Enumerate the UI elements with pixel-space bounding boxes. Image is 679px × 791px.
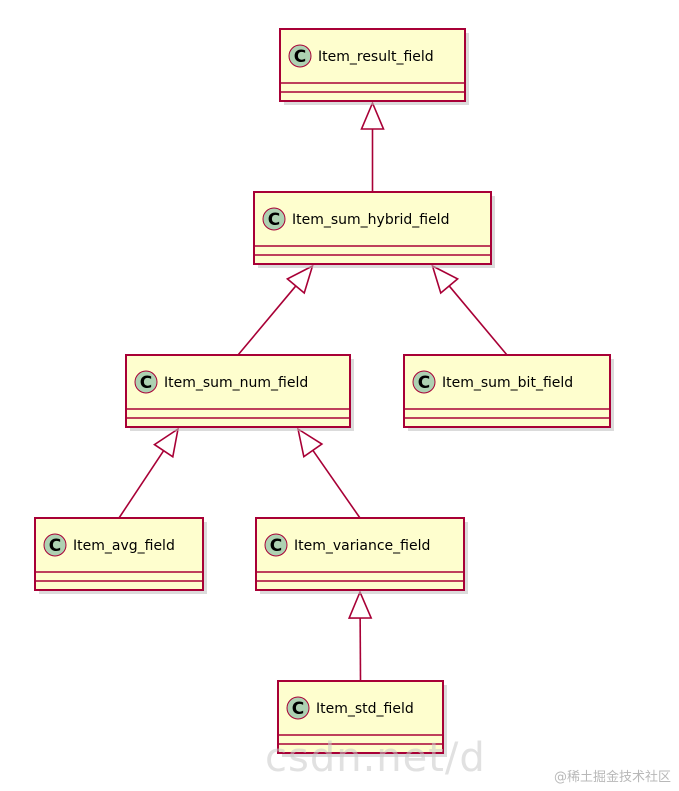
inheritance-edge: [347, 589, 373, 682]
class-badge-letter: C: [270, 536, 282, 556]
class-item-avg-field: C Item_avg_field: [34, 517, 207, 594]
watermark-credit: @稀土掘金技术社区: [553, 770, 671, 785]
class-box: [403, 354, 611, 428]
class-badge-letter: C: [292, 699, 304, 719]
class-badge-icon: [264, 533, 288, 557]
inheritance-edge: [431, 264, 508, 356]
inheritance-edge: [118, 427, 180, 519]
class-badge-letter: C: [140, 373, 152, 393]
class-name: Item_sum_bit_field: [442, 375, 573, 391]
class-badge-icon: [288, 44, 312, 68]
class-badge-letter: C: [418, 373, 430, 393]
edge-line: [237, 285, 297, 356]
class-name: Item_result_field: [318, 49, 434, 65]
class-name: Item_sum_num_field: [164, 375, 308, 391]
class-item-sum-num-field: C Item_sum_num_field: [125, 354, 354, 431]
edge-line: [448, 285, 508, 356]
class-badge-icon: [412, 370, 436, 394]
class-item-std-field: C Item_std_field: [277, 680, 447, 757]
edge-line: [312, 449, 361, 519]
class-box: [34, 517, 204, 591]
watermark-url: csdn.net/d: [265, 735, 486, 781]
hollow-triangle-arrowhead-icon: [431, 264, 460, 295]
class-item-variance-field: C Item_variance_field: [255, 517, 468, 594]
class-badge-icon: [43, 533, 67, 557]
inheritance-edge: [296, 427, 361, 519]
hollow-triangle-arrowhead-icon: [285, 264, 314, 295]
class-box: [279, 28, 466, 102]
class-badge-letter: C: [49, 536, 61, 556]
edge-line: [118, 450, 165, 519]
class-badge-icon: [262, 207, 286, 231]
hollow-triangle-arrowhead-icon: [153, 427, 180, 459]
hollow-triangle-arrowhead-icon: [360, 100, 385, 130]
inheritance-edge: [237, 264, 314, 356]
hollow-triangle-arrowhead-icon: [347, 589, 373, 619]
class-item-result-field: C Item_result_field: [279, 28, 469, 105]
class-box: [125, 354, 351, 428]
class-item-sum-hybrid-field: C Item_sum_hybrid_field: [253, 191, 495, 268]
inheritance-edge: [360, 100, 385, 192]
class-badge-icon: [286, 696, 310, 720]
inheritance-edges: [118, 100, 508, 682]
class-name: Item_variance_field: [294, 538, 430, 554]
class-badge-icon: [134, 370, 158, 394]
class-box: [255, 517, 465, 591]
class-badge-letter: C: [294, 47, 306, 67]
class-name: Item_std_field: [316, 701, 414, 717]
class-box: [277, 680, 444, 754]
class-name: Item_avg_field: [73, 538, 175, 554]
class-name: Item_sum_hybrid_field: [292, 212, 449, 228]
class-badge-letter: C: [268, 210, 280, 230]
class-box: [253, 191, 492, 265]
hollow-triangle-arrowhead-icon: [296, 427, 324, 458]
class-item-sum-bit-field: C Item_sum_bit_field: [403, 354, 614, 431]
